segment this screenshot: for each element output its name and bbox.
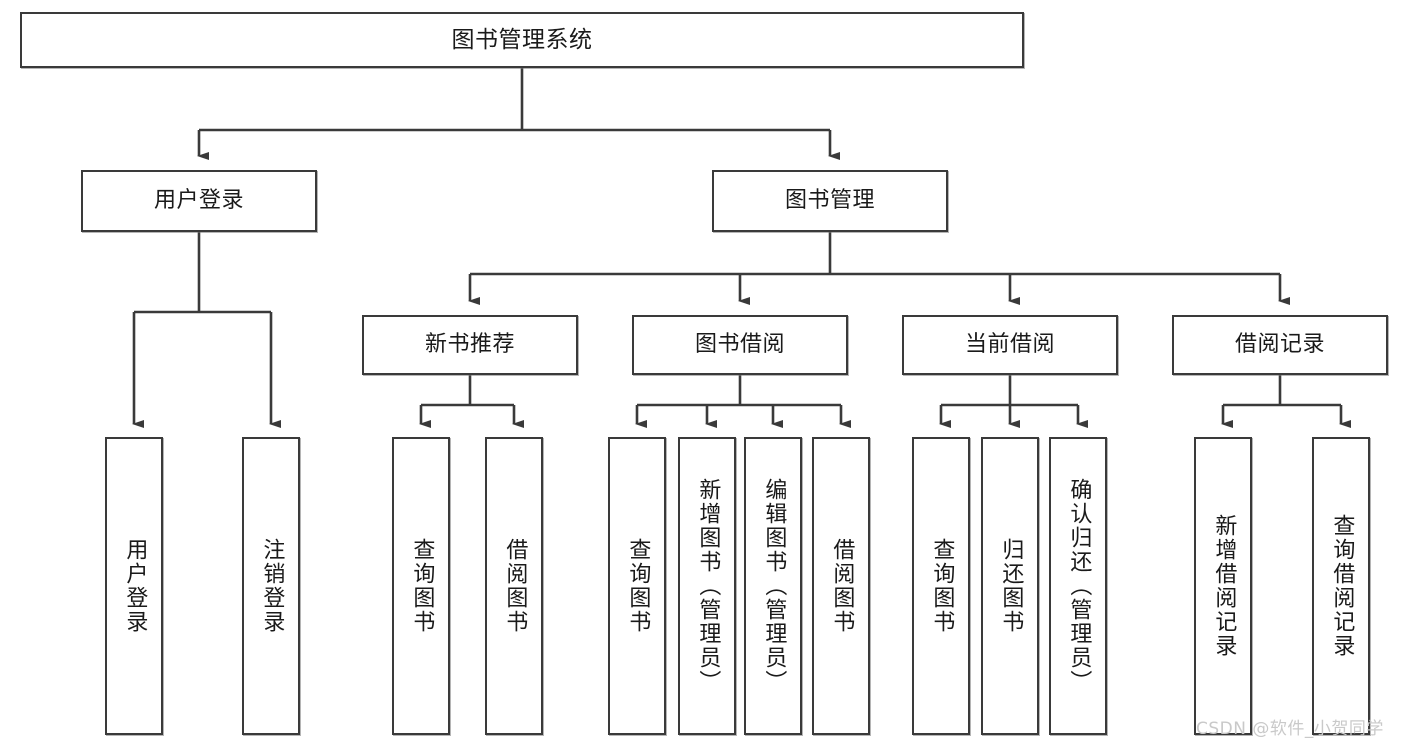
node-label: 借阅图书 <box>502 538 528 634</box>
node-leaf-query-record[interactable]: 查询借阅记录 <box>1312 437 1370 735</box>
node-label: 借阅图书 <box>829 538 855 634</box>
node-label: 图书借阅 <box>694 332 785 357</box>
node-current-borrow[interactable]: 当前借阅 <box>902 315 1118 375</box>
node-label: 注销登录 <box>259 538 285 634</box>
node-book-management[interactable]: 图书管理 <box>712 170 948 232</box>
watermark-text: CSDN @软件_小贺同学 <box>1196 719 1384 739</box>
node-leaf-return-book[interactable]: 归还图书 <box>981 437 1039 735</box>
node-leaf-borrow-book-1[interactable]: 借阅图书 <box>485 437 543 735</box>
node-label: 查询图书 <box>929 538 955 634</box>
node-user-login[interactable]: 用户登录 <box>81 170 317 232</box>
node-label: 新书推荐 <box>424 332 515 357</box>
node-label: 查询图书 <box>409 538 435 634</box>
node-leaf-add-record[interactable]: 新增借阅记录 <box>1194 437 1252 735</box>
node-label: 用户登录 <box>122 538 148 634</box>
node-label: 新增借阅记录 <box>1211 514 1237 658</box>
node-leaf-add-book[interactable]: 新增图书（管理员） <box>678 437 736 735</box>
node-leaf-query-book-2[interactable]: 查询图书 <box>608 437 666 735</box>
node-leaf-borrow-book-2[interactable]: 借阅图书 <box>812 437 870 735</box>
node-leaf-query-book-3[interactable]: 查询图书 <box>912 437 970 735</box>
node-label: 新增图书（管理员） <box>695 478 721 694</box>
node-leaf-query-book-1[interactable]: 查询图书 <box>392 437 450 735</box>
node-leaf-user-login[interactable]: 用户登录 <box>105 437 163 735</box>
node-book-borrow[interactable]: 图书借阅 <box>632 315 848 375</box>
node-borrow-record[interactable]: 借阅记录 <box>1172 315 1388 375</box>
node-label: 用户登录 <box>153 188 244 213</box>
node-leaf-confirm-return[interactable]: 确认归还（管理员） <box>1049 437 1107 735</box>
node-label: 归还图书 <box>998 538 1024 634</box>
node-label: 图书管理系统 <box>451 26 593 53</box>
node-label: 查询图书 <box>625 538 651 634</box>
node-label: 查询借阅记录 <box>1329 514 1355 658</box>
node-label: 借阅记录 <box>1234 332 1325 357</box>
node-leaf-edit-book[interactable]: 编辑图书（管理员） <box>744 437 802 735</box>
node-label: 确认归还（管理员） <box>1066 478 1092 694</box>
node-new-book-recommend[interactable]: 新书推荐 <box>362 315 578 375</box>
node-leaf-logout-login[interactable]: 注销登录 <box>242 437 300 735</box>
node-label: 当前借阅 <box>964 332 1055 357</box>
node-label: 编辑图书（管理员） <box>761 478 787 694</box>
node-label: 图书管理 <box>784 188 875 213</box>
node-root-book-management-system[interactable]: 图书管理系统 <box>20 12 1024 68</box>
